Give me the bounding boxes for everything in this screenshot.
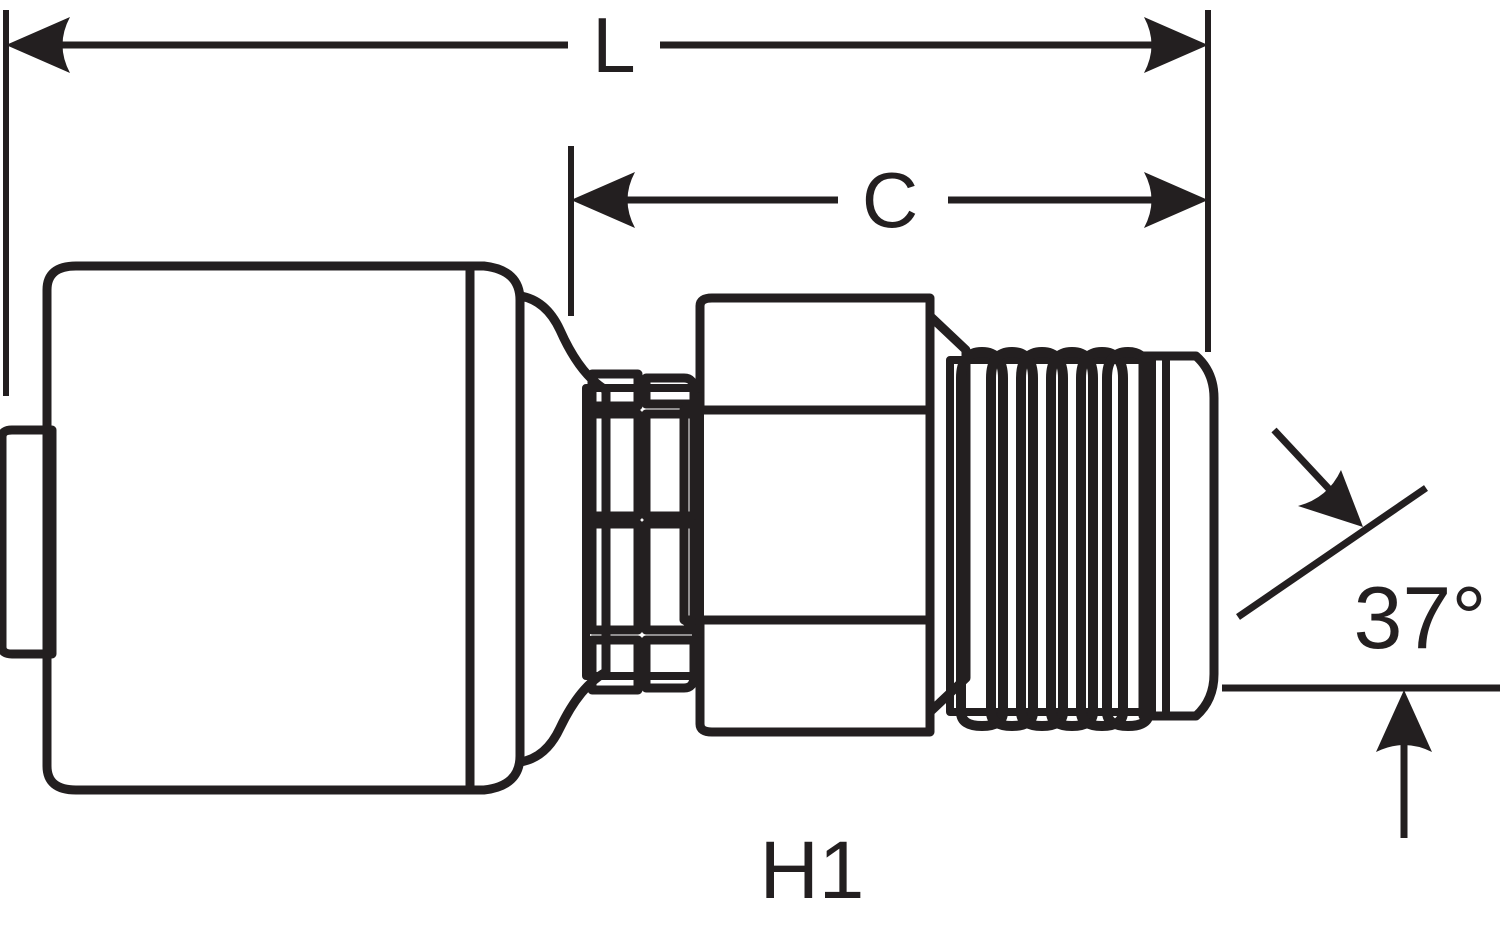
angle-leader-arrowhead: [1298, 470, 1363, 527]
serration-cell: [587, 409, 643, 521]
serration-cell: [587, 519, 643, 635]
hex-nut-facet-middle: [679, 405, 935, 625]
dimension-label-l: L: [592, 1, 635, 89]
angle-annotation-group: 37°: [1222, 427, 1500, 838]
dimension-label-c: C: [862, 156, 918, 244]
hose-stem-nub: [0, 425, 57, 659]
dimension-thread-length: C: [571, 156, 1208, 244]
arrowhead-left-c: [571, 172, 635, 228]
crimp-collar-end-face: [465, 261, 525, 795]
thread-coil: [1102, 347, 1154, 731]
dimension-overall-length: L: [6, 1, 1208, 89]
fitting-assembly: [0, 261, 1219, 795]
angle-label: 37°: [1353, 568, 1486, 667]
thread-coil: [986, 347, 1038, 731]
angle-baseline-arrowhead: [1376, 690, 1432, 752]
thread-coil: [1076, 347, 1128, 731]
arrowhead-right-c: [1144, 172, 1208, 228]
arrowhead-right-l: [1144, 17, 1208, 73]
arrowhead-left-l: [6, 17, 70, 73]
flare-nose: [1138, 351, 1219, 721]
serrated-ferrule-cells-left: [587, 369, 643, 695]
thread-coil: [1016, 347, 1068, 731]
hex-size-label: H1: [760, 825, 865, 916]
hex-nut-facet-bottom: [695, 615, 935, 737]
serration-cell: [587, 635, 643, 695]
serration-cell: [641, 409, 699, 521]
hex-nut-facet-top: [695, 293, 935, 415]
serration-cell: [641, 635, 699, 693]
serration-cell: [587, 369, 643, 411]
thread-coil: [956, 347, 1008, 731]
thread-coil: [1046, 347, 1098, 731]
crimp-collar-body: [42, 261, 475, 795]
hex-nut-chamfer-left: [680, 392, 704, 638]
thread-coils: [956, 347, 1154, 731]
angle-reference-ray: [1236, 485, 1428, 620]
